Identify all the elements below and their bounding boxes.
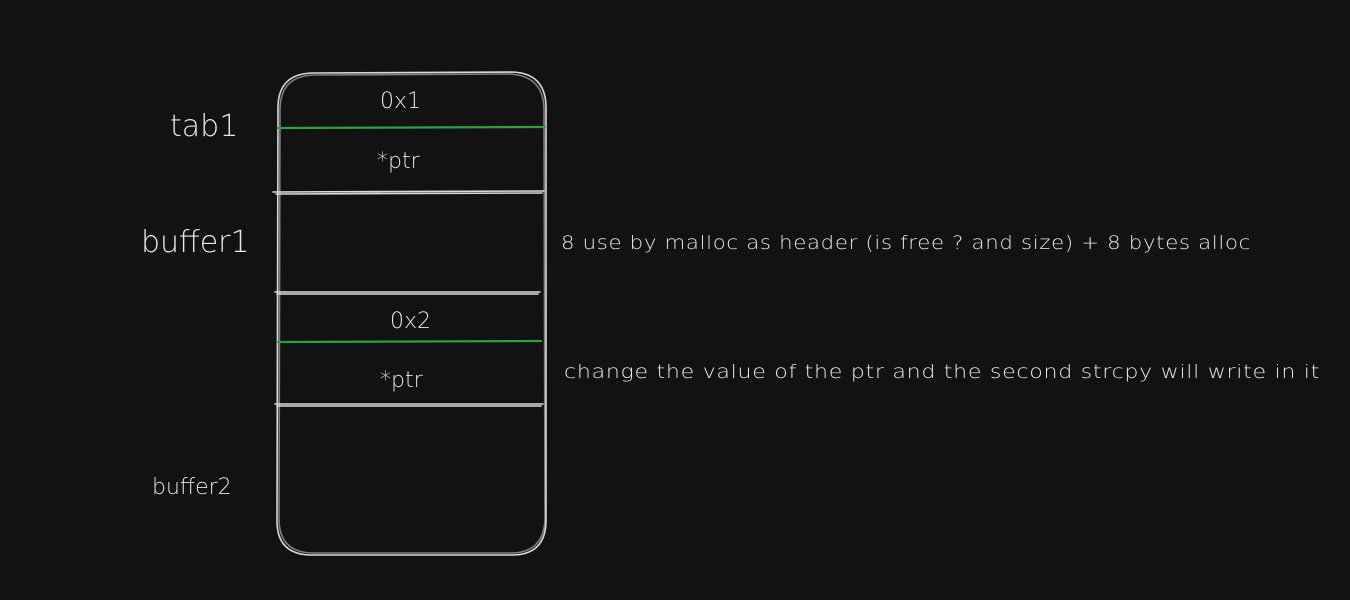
memory-block-outline-sketch bbox=[278, 73, 546, 554]
tab1-separator bbox=[276, 125, 547, 130]
tab2-ptr: *ptr bbox=[380, 368, 424, 393]
buffer1-note: 8 use by malloc as header (is free ? and… bbox=[561, 232, 1251, 254]
tab1-value: 0x1 bbox=[380, 89, 421, 114]
buffer1-tab2-divider bbox=[274, 291, 541, 295]
buffer2-label: buffer2 bbox=[152, 475, 232, 500]
memory-block-outline bbox=[276, 71, 547, 556]
tab1-ptr: *ptr bbox=[377, 149, 421, 174]
tab2-separator bbox=[276, 339, 543, 344]
tab2-buffer2-divider bbox=[274, 403, 544, 407]
tab2-value: 0x2 bbox=[390, 309, 431, 334]
ptr-note: change the value of the ptr and the seco… bbox=[564, 361, 1320, 383]
tab1-label: tab1 bbox=[170, 109, 238, 144]
buffer1-label: buffer1 bbox=[141, 225, 250, 260]
tab1-buffer1-divider bbox=[272, 190, 545, 195]
